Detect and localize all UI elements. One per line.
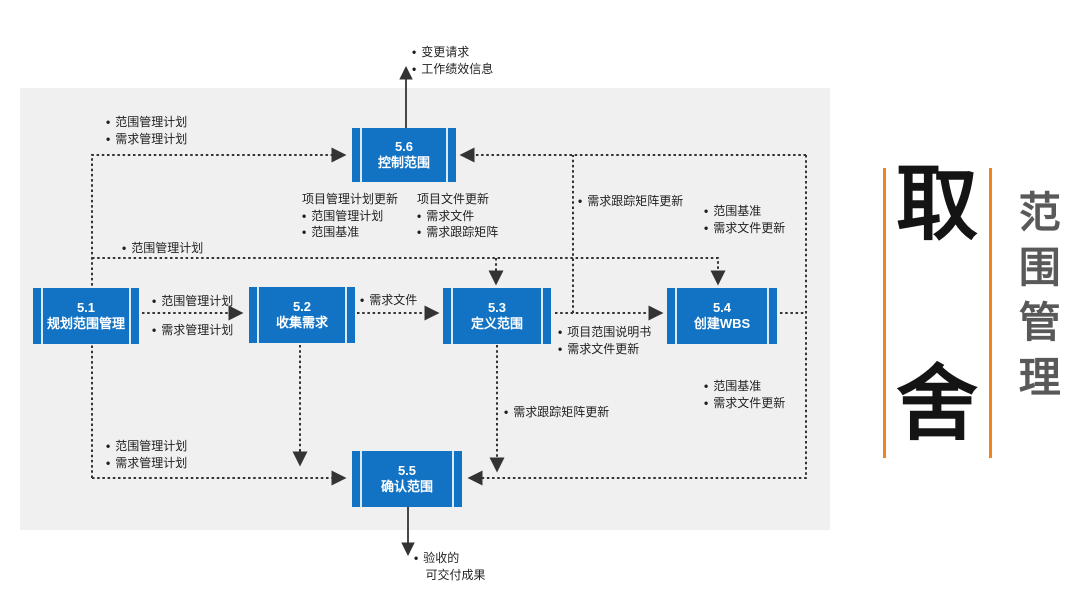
label-baseline-top: 范围基准 需求文件更新 xyxy=(704,203,785,236)
label-line: 可交付成果 xyxy=(425,567,486,582)
label-line: 项目范围说明书 xyxy=(558,324,651,341)
big-title-bottom: 舍 xyxy=(895,359,978,450)
accent-rule-left xyxy=(883,168,886,458)
process-box-5-6: 5.6 控制范围 xyxy=(352,128,456,182)
process-number: 5.6 xyxy=(394,138,414,154)
process-number: 5.1 xyxy=(76,299,96,315)
label-line: 范围管理计划 xyxy=(106,438,187,455)
label-line: 需求跟踪矩阵 xyxy=(417,224,498,241)
label-56-outputs: 变更请求 工作绩效信息 xyxy=(412,44,493,77)
label-line: 范围管理计划 xyxy=(122,240,203,257)
flow-right-into-55 xyxy=(467,155,807,486)
process-label: 控制范围 xyxy=(377,155,430,170)
label-pm-plan-updates: 项目管理计划更新 范围管理计划 范围基准 xyxy=(302,191,398,241)
label-line: 范围基准 xyxy=(704,203,785,220)
process-label: 创建WBS xyxy=(693,316,751,331)
label-req-trace-top: 需求跟踪矩阵更新 xyxy=(578,193,683,210)
label-line: 变更请求 xyxy=(412,44,493,61)
process-number: 5.4 xyxy=(712,299,732,315)
vertical-chapter-title: 范围管理 xyxy=(1013,190,1061,410)
process-box-5-1: 5.1 规划范围管理 xyxy=(33,288,139,344)
label-bottom-left-inputs: 范围管理计划 需求管理计划 xyxy=(106,438,187,471)
process-box-5-2: 5.2 收集需求 xyxy=(249,287,355,343)
label-req-trace-bottom: 需求跟踪矩阵更新 xyxy=(504,404,609,421)
label-top-left-inputs: 范围管理计划 需求管理计划 xyxy=(106,114,187,147)
label-req-docs: 需求文件 xyxy=(360,292,417,309)
label-line: 需求管理计划 xyxy=(106,131,187,148)
flow-scope-plan-into-54 xyxy=(92,257,726,286)
label-line: 需求文件更新 xyxy=(704,220,785,237)
label-baseline-bottom: 范围基准 需求文件更新 xyxy=(704,378,785,411)
label-accepted-deliverables: 验收的 可交付成果 xyxy=(414,550,486,583)
label-line: 范围管理计划 xyxy=(152,293,233,310)
process-label: 规划范围管理 xyxy=(46,316,125,331)
big-title-top: 取 xyxy=(895,159,978,250)
label-line: 工作绩效信息 xyxy=(412,61,493,78)
label-line: 需求跟踪矩阵更新 xyxy=(504,404,609,421)
process-number: 5.5 xyxy=(397,462,417,478)
label-heading: 项目文件更新 xyxy=(417,192,490,206)
label-51-52-top: 范围管理计划 xyxy=(152,293,233,310)
label-51-52-bottom: 需求管理计划 xyxy=(152,322,233,339)
label-scope-statement: 项目范围说明书 需求文件更新 xyxy=(558,324,651,357)
label-doc-updates: 项目文件更新 需求文件 需求跟踪矩阵 xyxy=(417,191,498,241)
label-heading: 项目管理计划更新 xyxy=(302,192,399,206)
label-line: 需求文件 xyxy=(417,208,498,225)
process-label: 收集需求 xyxy=(275,315,328,330)
process-label: 确认范围 xyxy=(380,479,433,494)
process-number: 5.3 xyxy=(487,299,507,315)
label-line: 验收的 xyxy=(414,550,486,567)
process-box-5-3: 5.3 定义范围 xyxy=(443,288,551,344)
label-scope-plan-mid: 范围管理计划 xyxy=(122,240,203,257)
label-line: 范围基准 xyxy=(302,224,398,241)
process-number: 5.2 xyxy=(292,298,312,314)
label-line: 需求文件更新 xyxy=(558,341,651,358)
label-line: 范围管理计划 xyxy=(302,208,398,225)
process-label: 定义范围 xyxy=(470,316,523,331)
flow-left-into-56 xyxy=(91,147,347,478)
process-box-5-5: 5.5 确认范围 xyxy=(352,451,462,507)
label-line: 需求跟踪矩阵更新 xyxy=(578,193,683,210)
label-line: 需求文件更新 xyxy=(704,395,785,412)
process-box-5-4: 5.4 创建WBS xyxy=(667,288,777,344)
label-line: 需求管理计划 xyxy=(106,455,187,472)
label-line: 范围管理计划 xyxy=(106,114,187,131)
label-line: 需求文件 xyxy=(360,292,417,309)
label-line: 范围基准 xyxy=(704,378,785,395)
accent-rule-right xyxy=(989,168,992,458)
label-line: 需求管理计划 xyxy=(152,322,233,339)
